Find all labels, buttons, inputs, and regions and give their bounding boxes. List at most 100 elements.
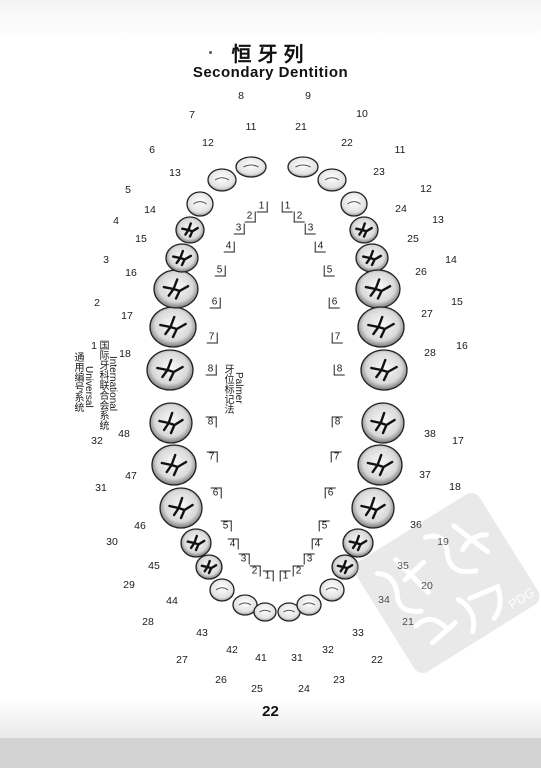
international-number-35: 35 xyxy=(397,560,409,572)
palmer-lower-left-quadrant-6: 6 xyxy=(324,487,336,499)
lower-tooth-27 xyxy=(209,578,235,602)
universal-number-13: 13 xyxy=(432,214,444,226)
palmer-upper-right-quadrant-5: 5 xyxy=(214,265,226,277)
international-number-24: 24 xyxy=(395,203,407,215)
lower-tooth-27-ridge xyxy=(215,587,229,591)
label-palmer-en: Palmer xyxy=(233,372,244,404)
lower-tooth-31-fissure xyxy=(160,453,188,477)
international-number-17: 17 xyxy=(121,310,133,322)
lower-tooth-18-fissure xyxy=(366,453,394,477)
upper-tooth-14-fissure xyxy=(364,278,392,300)
international-number-31: 31 xyxy=(291,652,303,664)
palmer-lower-left-quadrant-3: 3 xyxy=(303,553,315,565)
upper-tooth-5-fissure xyxy=(181,222,199,238)
lower-tooth-19-fissure xyxy=(360,496,386,520)
palmer-lower-right-quadrant-3: 3 xyxy=(238,553,250,565)
universal-number-24: 24 xyxy=(298,683,310,695)
upper-tooth-10 xyxy=(317,168,347,192)
universal-number-21: 21 xyxy=(402,616,414,628)
upper-tooth-13-fissure xyxy=(362,249,382,267)
upper-tooth-12-fissure xyxy=(355,222,373,238)
universal-number-22: 22 xyxy=(371,654,383,666)
palmer-upper-right-quadrant-7: 7 xyxy=(206,332,218,344)
upper-tooth-16-fissure xyxy=(370,358,398,382)
palmer-upper-right-quadrant-6: 6 xyxy=(209,297,221,309)
lower-tooth-22 xyxy=(319,578,345,602)
upper-tooth-7-ridge xyxy=(214,177,230,181)
international-number-13: 13 xyxy=(169,167,181,179)
international-number-41: 41 xyxy=(255,652,267,664)
decorative-dot xyxy=(209,51,212,54)
palmer-upper-left-quadrant-3: 3 xyxy=(304,223,316,235)
palmer-lower-left-quadrant-7: 7 xyxy=(330,451,342,463)
universal-number-7: 7 xyxy=(189,109,195,121)
palmer-lower-left-quadrant-1: 1 xyxy=(279,570,291,582)
palmer-upper-left-quadrant-1: 1 xyxy=(281,201,293,213)
universal-number-10: 10 xyxy=(356,108,368,120)
upper-tooth-8-ridge xyxy=(243,164,259,168)
lower-tooth-30-fissure xyxy=(168,496,194,520)
upper-tooth-7 xyxy=(207,168,237,192)
palmer-lower-right-quadrant-6: 6 xyxy=(210,487,222,499)
lower-tooth-20-fissure xyxy=(348,534,368,552)
palmer-lower-right-quadrant-8: 8 xyxy=(205,416,217,428)
international-number-26: 26 xyxy=(415,266,427,278)
international-number-12: 12 xyxy=(202,137,214,149)
upper-tooth-15-fissure xyxy=(367,315,395,339)
international-number-28: 28 xyxy=(424,347,436,359)
palmer-upper-left-quadrant-2: 2 xyxy=(293,211,305,223)
upper-tooth-11-ridge xyxy=(347,201,361,205)
upper-tooth-1-fissure xyxy=(156,358,184,382)
title-english: Secondary Dentition xyxy=(192,64,349,81)
international-number-37: 37 xyxy=(419,469,431,481)
upper-tooth-4-fissure xyxy=(172,249,192,267)
international-number-23: 23 xyxy=(373,166,385,178)
label-universal-cn: 通用编号系统 xyxy=(72,352,83,412)
upper-tooth-9 xyxy=(287,156,319,178)
upper-tooth-9-ridge xyxy=(295,164,311,168)
palmer-upper-right-quadrant-4: 4 xyxy=(223,241,235,253)
international-number-27: 27 xyxy=(421,308,433,320)
lower-tooth-25-ridge xyxy=(259,609,271,613)
upper-tooth-11 xyxy=(340,191,368,217)
watermark-seal: PDG xyxy=(354,492,540,674)
universal-number-6: 6 xyxy=(149,144,155,156)
palmer-lower-right-quadrant-7: 7 xyxy=(206,451,218,463)
palmer-upper-left-quadrant-7: 7 xyxy=(331,332,343,344)
upper-tooth-10-ridge xyxy=(324,177,340,181)
international-number-18: 18 xyxy=(119,348,131,360)
universal-number-19: 19 xyxy=(437,536,449,548)
title-chinese: 恒牙列 xyxy=(231,42,310,66)
lower-tooth-25 xyxy=(253,602,277,622)
upper-tooth-3-fissure xyxy=(162,278,190,300)
international-number-14: 14 xyxy=(144,204,156,216)
palmer-lower-right-quadrant-2: 2 xyxy=(249,565,261,577)
upper-tooth-6-ridge xyxy=(193,201,207,205)
upper-tooth-2-fissure xyxy=(159,315,187,339)
lower-arch xyxy=(149,402,405,622)
universal-number-5: 5 xyxy=(125,184,131,196)
international-number-46: 46 xyxy=(134,520,146,532)
universal-number-17: 17 xyxy=(452,435,464,447)
palmer-upper-right-quadrant-2: 2 xyxy=(244,211,256,223)
universal-number-9: 9 xyxy=(305,90,311,102)
upper-tooth-8 xyxy=(235,156,267,178)
palmer-lower-right-quadrant-1: 1 xyxy=(262,570,274,582)
international-number-11: 11 xyxy=(245,121,257,133)
international-number-15: 15 xyxy=(135,233,147,245)
palmer-lower-right-quadrant-4: 4 xyxy=(227,538,239,550)
universal-number-4: 4 xyxy=(113,215,119,227)
lower-tooth-32-fissure xyxy=(158,411,184,435)
universal-number-29: 29 xyxy=(123,579,135,591)
palmer-upper-right-quadrant-3: 3 xyxy=(233,223,245,235)
international-number-44: 44 xyxy=(166,595,178,607)
universal-number-3: 3 xyxy=(103,254,109,266)
international-number-16: 16 xyxy=(125,267,137,279)
upper-arch xyxy=(146,156,408,391)
palmer-upper-right-quadrant-1: 1 xyxy=(256,201,268,213)
international-number-38: 38 xyxy=(424,428,436,440)
universal-number-14: 14 xyxy=(445,254,457,266)
universal-number-30: 30 xyxy=(106,536,118,548)
